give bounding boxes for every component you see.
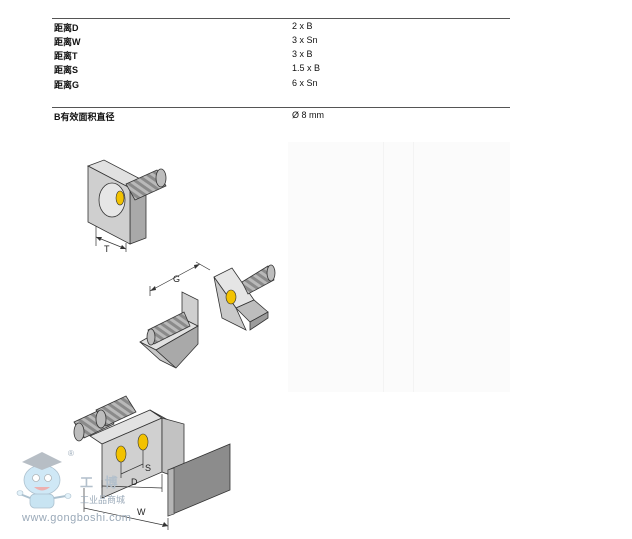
dim-label-t: T: [104, 244, 110, 254]
figure-distance-sdw: [73, 395, 231, 530]
dim-label-s: S: [145, 463, 151, 473]
spec-label: 距离G: [54, 80, 80, 90]
spec-value: 6 x Sn: [292, 78, 318, 88]
spec-label: 距离W: [54, 37, 81, 47]
spec-row-s: 距离S 1.5 x B: [54, 63, 510, 77]
spec-row-d: 距离D 2 x B: [54, 21, 510, 35]
watermark-registered: ®: [68, 449, 74, 458]
spec-value: 3 x B: [292, 49, 313, 59]
figure-distance-t: [87, 159, 167, 252]
spec-value: Ø 8 mm: [292, 110, 325, 120]
watermark-url: www.gongboshi.com: [22, 512, 132, 524]
dim-label-d: D: [131, 477, 138, 487]
spec-label: 距离S: [54, 65, 79, 75]
spec-value: 3 x Sn: [292, 35, 318, 45]
spec-label: B有效面积直径: [54, 112, 115, 122]
sensor-face-icon: [225, 289, 237, 305]
spec-row-t: 距离T 3 x B: [54, 49, 510, 63]
spec-label: 距离T: [54, 51, 78, 61]
table-mid-rule: [52, 107, 510, 108]
watermark-brand: 工 博: [80, 475, 122, 490]
spec-row-w: 距离W 3 x Sn: [54, 35, 510, 49]
spec-value: 1.5 x B: [292, 63, 321, 73]
spec-row-g: 距离G 6 x Sn: [54, 78, 510, 92]
dim-label-w: W: [137, 507, 146, 517]
sensor-face-icon: [115, 190, 125, 206]
spec-value: 2 x B: [292, 21, 313, 31]
faded-figure-area: [288, 142, 510, 392]
sensor-face-icon: [115, 445, 127, 463]
gongboshi-mascot-logo: [16, 452, 72, 509]
watermark-tagline: 工业品商城: [80, 495, 126, 505]
dim-label-g: G: [173, 274, 180, 284]
table-top-rule: [52, 18, 510, 19]
spec-row-diameter: B有效面积直径 Ø 8 mm: [54, 110, 510, 124]
figure-distance-g: [139, 261, 276, 369]
sensor-face-icon: [137, 433, 149, 451]
spec-label: 距离D: [54, 23, 79, 33]
